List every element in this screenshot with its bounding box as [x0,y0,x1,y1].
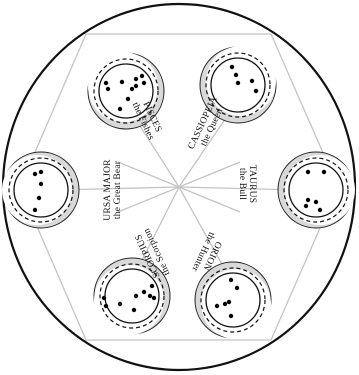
label-taurus: TAURUS the Bull [237,165,257,203]
star-dot [134,77,138,81]
cup-orion [195,262,271,339]
star-dot [33,172,37,176]
star-dot [142,290,146,294]
star-dot [132,308,136,312]
label-ursa-major: URSA MAJOR the Great Bear [103,159,123,221]
star-dot [229,278,233,282]
star-dot [229,314,233,318]
svg-text:URSA MAJOR: URSA MAJOR [103,159,113,221]
star-dot [215,304,219,308]
star-dot [227,300,231,304]
star-dot [306,170,310,174]
star-dot [39,170,43,174]
cup-card [206,273,260,327]
star-dot [134,84,138,88]
star-dot [104,304,108,308]
star-dot [236,81,240,85]
svg-text:the Bull: the Bull [237,168,247,200]
star-dot [118,107,122,111]
star-dot [37,196,41,200]
star-dot [322,170,326,174]
star-dot [126,97,130,101]
star-dot [106,87,110,91]
star-dot [250,79,254,83]
star-dot [142,81,146,85]
star-dot [130,87,134,91]
star-dot [304,204,308,208]
star-dot [152,296,156,300]
star-dot [150,284,154,288]
star-dot [118,302,122,306]
star-dot [230,65,234,69]
star-dot [120,80,124,84]
cup-ursa-major [2,152,79,228]
star-dot [235,286,239,290]
star-dot [318,208,322,212]
star-dot [254,89,258,93]
star-dot [134,294,138,298]
star-dot [306,198,310,202]
svg-text:the Great Bear: the Great Bear [113,160,123,219]
cup-card [289,163,343,217]
star-dot [104,81,108,85]
star-dot [102,296,106,300]
star-dot [140,74,144,78]
star-dot [33,208,37,212]
cup-taurus [278,152,355,228]
star-dot [223,302,227,306]
star-dot [39,182,43,186]
svg-text:TAURUS: TAURUS [247,165,257,203]
star-dot [314,200,318,204]
star-dot [234,73,238,77]
star-dot [148,294,152,298]
